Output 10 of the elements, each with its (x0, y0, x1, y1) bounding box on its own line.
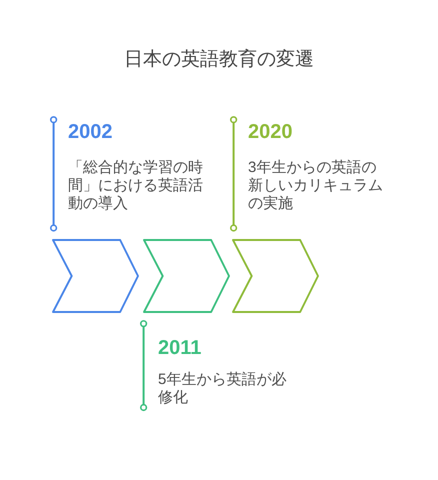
description-text: 5年生から英語が必修化 (158, 371, 288, 407)
process-step (231, 238, 320, 314)
description-text: 「総合的な学習の時間」における英語活動の導入 (68, 159, 204, 213)
year-label: 2002 (68, 120, 112, 144)
process-step (51, 238, 140, 314)
year-label: 2011 (158, 336, 202, 360)
year-label: 2020 (248, 120, 292, 144)
description-text: 3年生からの英語の新しいカリキュラムの実施 (248, 159, 384, 213)
process-step (142, 238, 230, 314)
title: 日本の英語教育の変遷 (124, 48, 314, 72)
